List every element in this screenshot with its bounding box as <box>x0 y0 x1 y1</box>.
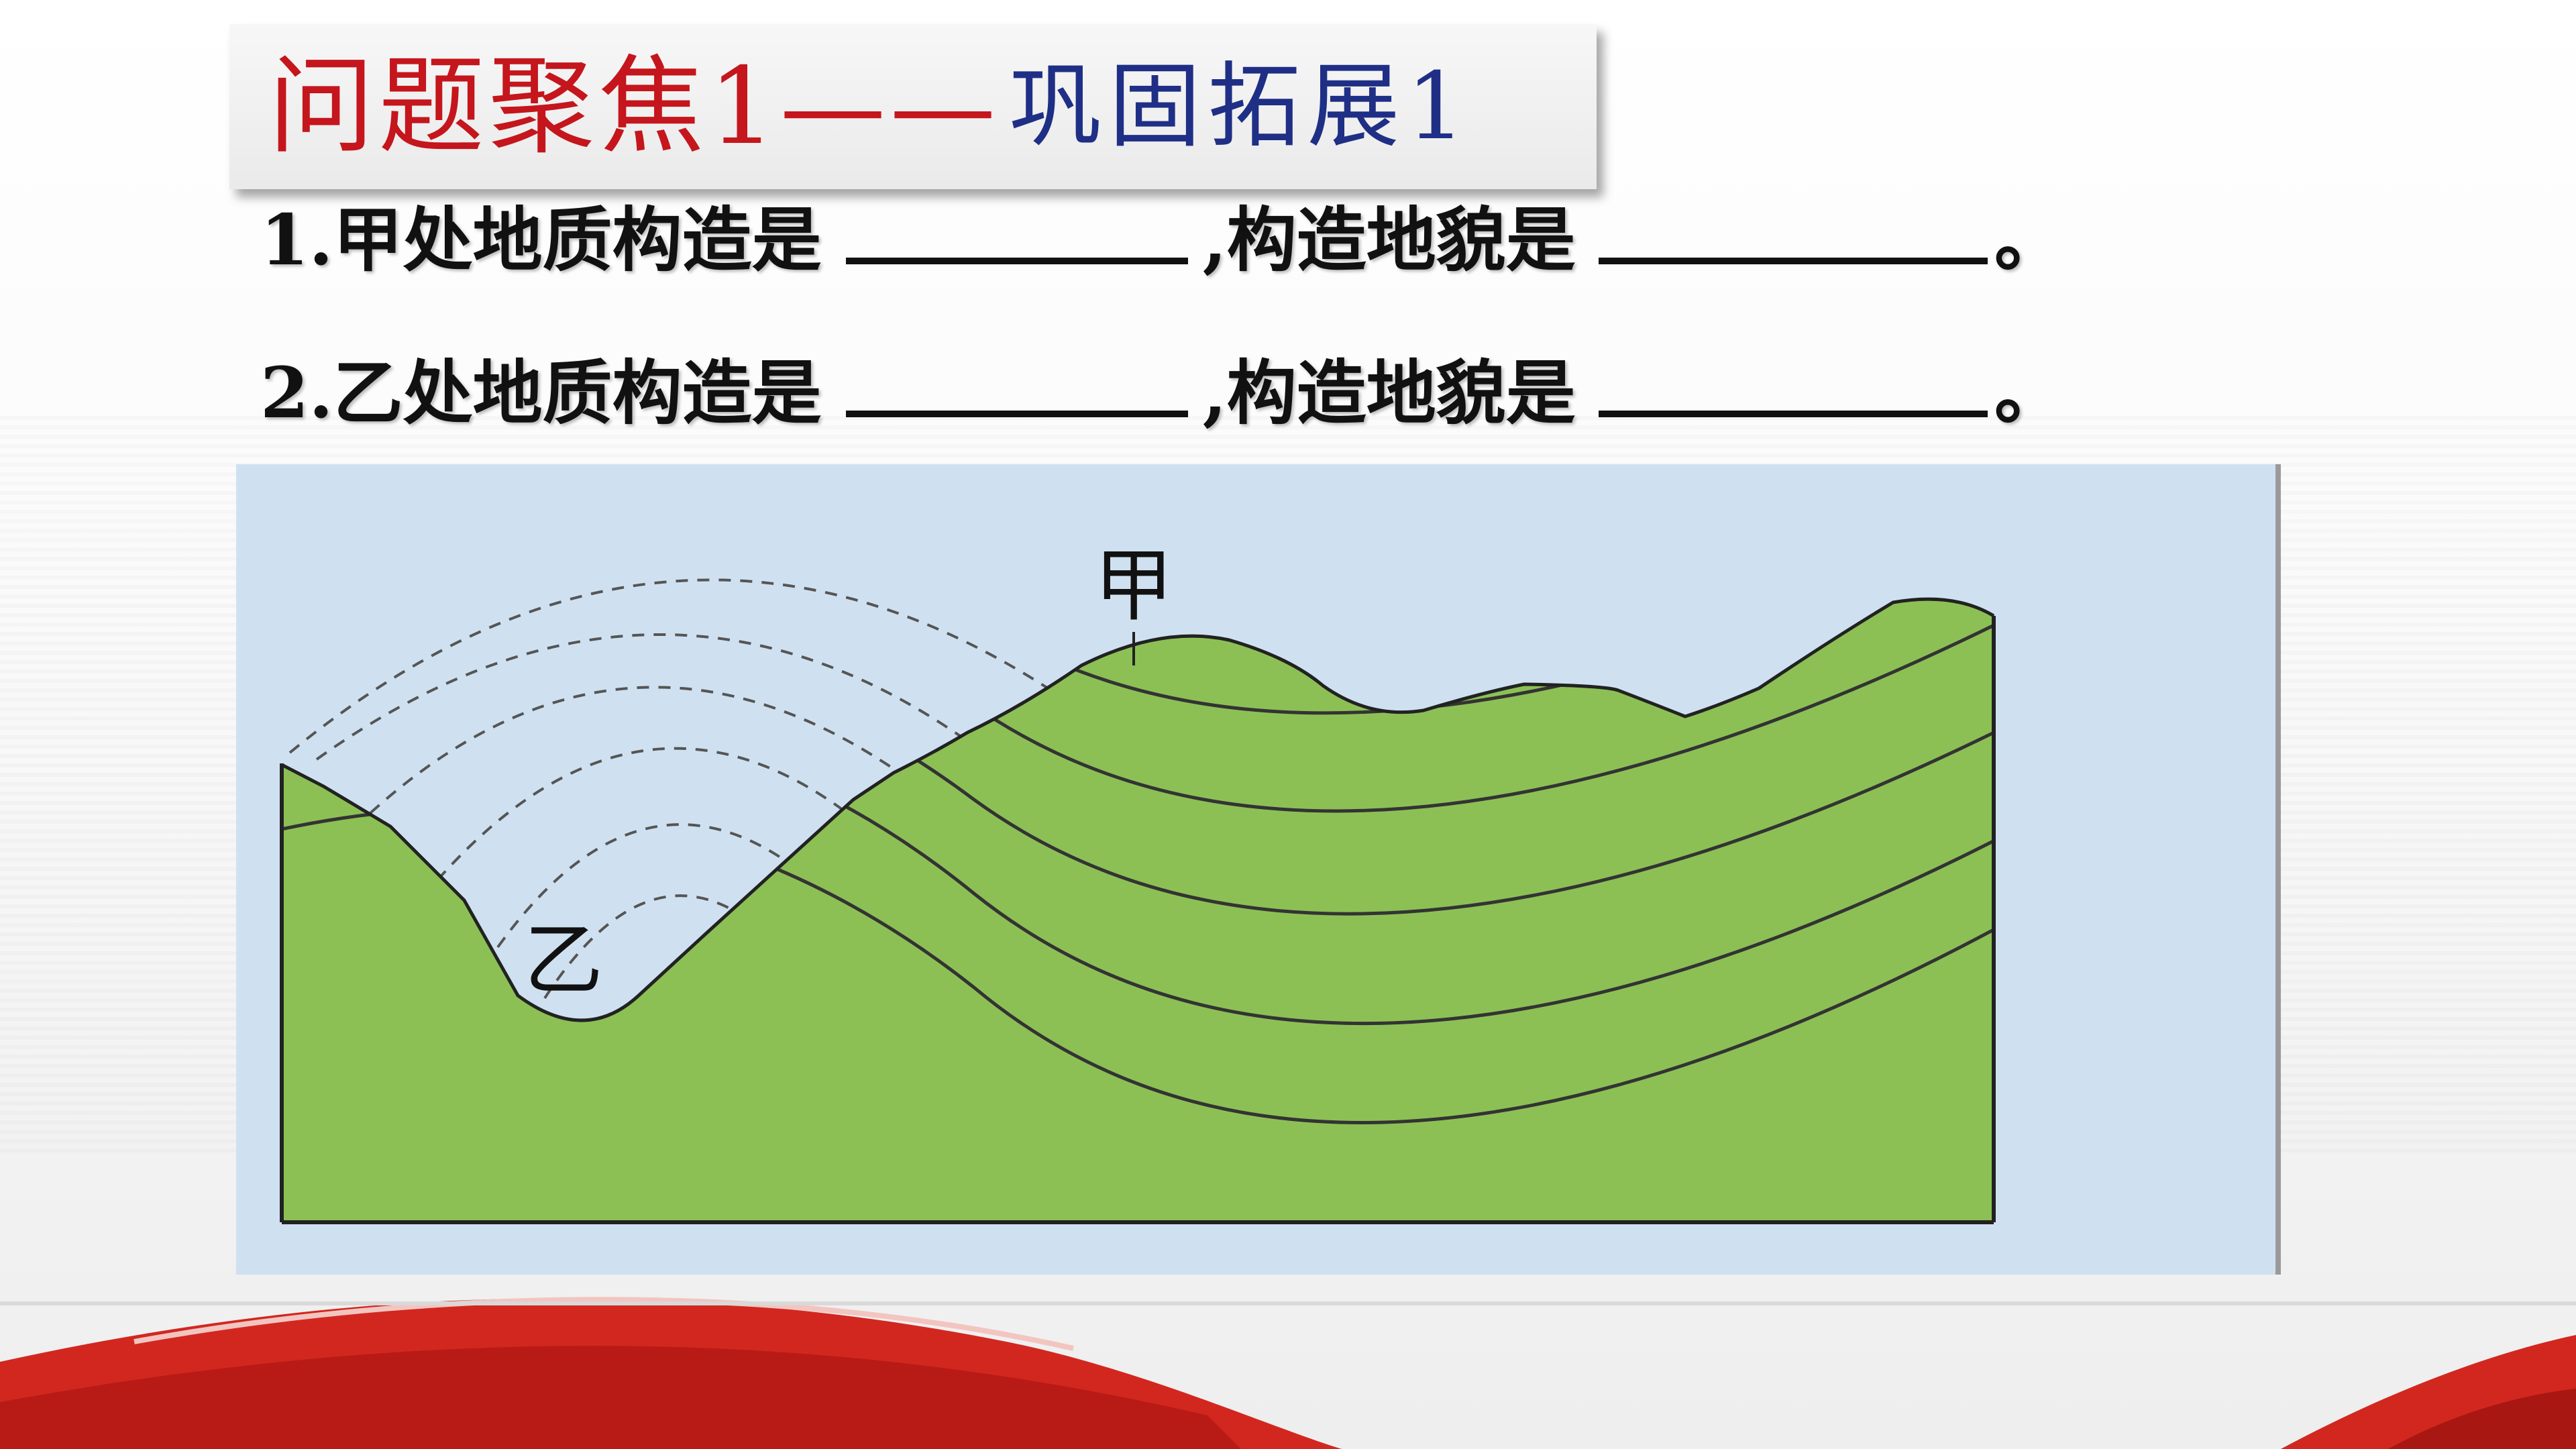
question-1-lead: 1.甲处地质构造是 <box>260 199 822 281</box>
geologic-cross-section: 甲 乙 <box>236 464 2281 1275</box>
label-jia: 甲 <box>1094 539 1173 632</box>
title-part-red: 问题聚焦1—— <box>268 45 1000 168</box>
ground-surface-line <box>280 597 1995 1022</box>
question-1-comma: , <box>1202 199 1227 281</box>
question-1-end: 。 <box>1994 199 2064 281</box>
question-1-blank-structure[interactable] <box>845 211 1188 264</box>
question-2-end: 。 <box>1994 352 2064 434</box>
question-1-mid: 构造地貌是 <box>1226 199 1576 281</box>
question-2: 2.乙处地质构造是,构造地貌是。 <box>260 358 2064 428</box>
decorative-red-swoosh <box>0 1297 2576 1449</box>
eroded-strata-dashed-lines <box>288 578 1130 1000</box>
question-2-comma: , <box>1202 352 1227 434</box>
title-part-blue: 巩固拓展1 <box>1009 52 1472 160</box>
title-banner: 问题聚焦1—— 巩固拓展1 <box>229 24 1597 189</box>
question-2-blank-structure[interactable] <box>845 364 1188 417</box>
question-2-lead: 2.乙处地质构造是 <box>260 352 822 434</box>
question-1-blank-landform[interactable] <box>1598 211 1988 264</box>
question-2-mid: 构造地貌是 <box>1226 352 1576 434</box>
question-2-blank-landform[interactable] <box>1598 364 1988 417</box>
question-1: 1.甲处地质构造是,构造地貌是。 <box>260 205 2064 275</box>
label-yi: 乙 <box>524 914 603 1006</box>
